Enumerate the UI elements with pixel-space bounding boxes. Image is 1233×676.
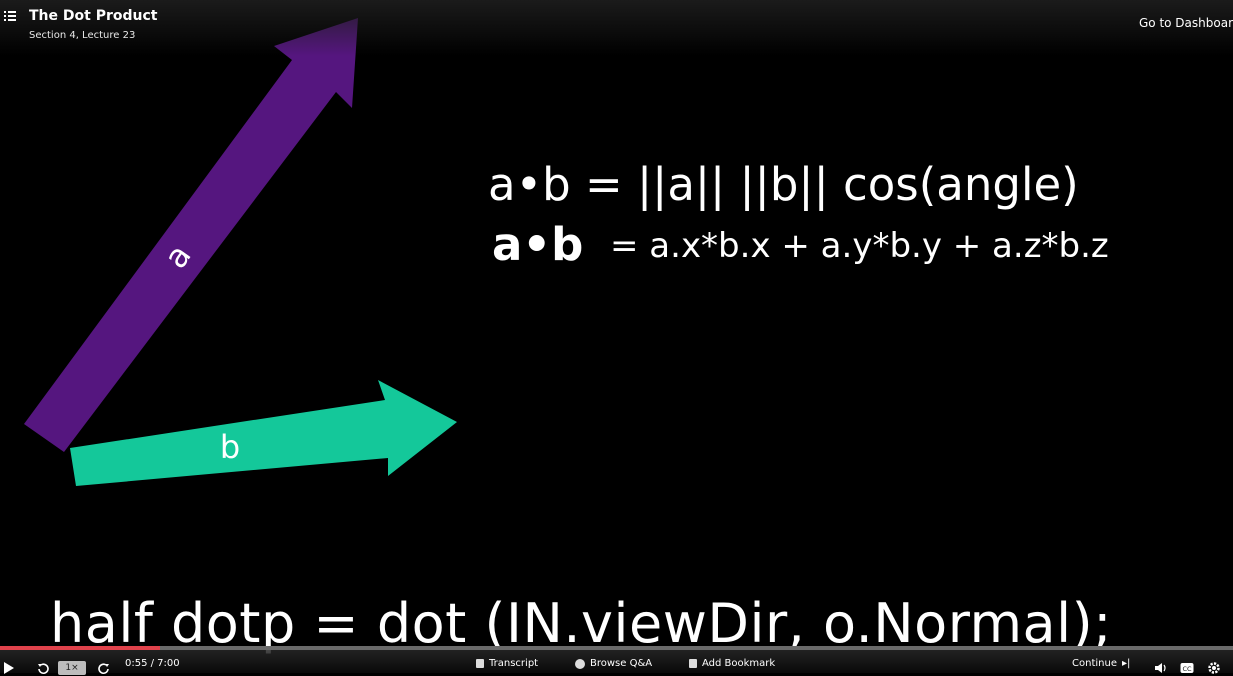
vector-b-shape — [70, 380, 457, 486]
playback-speed-button[interactable]: 1× — [58, 661, 86, 675]
skip-next-icon: ▸| — [1121, 658, 1131, 669]
play-icon[interactable] — [4, 662, 14, 674]
vector-b-arrow: b — [70, 380, 457, 486]
closed-captions-icon[interactable]: CC — [1180, 661, 1194, 675]
rewind-icon[interactable] — [36, 662, 50, 676]
settings-gear-icon[interactable] — [1207, 661, 1221, 675]
vector-b-label: b — [220, 428, 240, 466]
dot-product-magnitude-formula: a•b = ||a|| ||b|| cos(angle) — [488, 158, 1079, 211]
continue-button[interactable]: Continue ▸| — [1072, 658, 1130, 669]
lecture-subtitle: Section 4, Lecture 23 — [29, 30, 136, 41]
go-to-dashboard-link[interactable]: Go to Dashboar — [1138, 16, 1233, 30]
vector-a-arrow: a — [24, 18, 358, 452]
transcript-label: Transcript — [489, 658, 539, 669]
transcript-button[interactable]: Transcript — [476, 658, 538, 669]
transcript-icon — [476, 659, 484, 668]
dot-product-component-formula-rhs: = a.x*b.x + a.y*b.y + a.z*b.z — [610, 226, 1109, 266]
bookmark-icon — [689, 659, 697, 668]
add-bookmark-button[interactable]: Add Bookmark — [689, 658, 775, 669]
dot-product-component-formula-lhs: a•b — [492, 218, 584, 271]
svg-text:CC: CC — [1182, 665, 1192, 673]
code-caption: half dotp = dot (IN.viewDir, o.Normal); — [50, 592, 1112, 655]
browse-qa-button[interactable]: Browse Q&A — [575, 658, 652, 669]
question-icon — [575, 658, 585, 669]
video-player[interactable]: a b a•b = ||a|| ||b|| cos(angle) a•b = a… — [0, 0, 1233, 655]
browse-qa-label: Browse Q&A — [590, 658, 653, 669]
forward-icon[interactable] — [97, 662, 111, 676]
progress-fill — [0, 646, 161, 650]
add-bookmark-label: Add Bookmark — [702, 658, 776, 669]
lecture-title: The Dot Product — [29, 8, 158, 24]
time-display: 0:55 / 7:00 — [125, 658, 180, 669]
continue-label: Continue — [1072, 658, 1117, 669]
progress-bar[interactable] — [0, 646, 1233, 650]
volume-icon[interactable] — [1154, 661, 1168, 675]
vector-diagram: a b — [24, 18, 457, 486]
top-bar: The Dot Product Section 4, Lecture 23 Go… — [0, 0, 1233, 56]
player-controls: 1× 0:55 / 7:00 Transcript Browse Q&A Add… — [0, 650, 1233, 676]
vector-a-shape — [24, 18, 358, 452]
curriculum-menu-icon[interactable] — [4, 9, 16, 23]
